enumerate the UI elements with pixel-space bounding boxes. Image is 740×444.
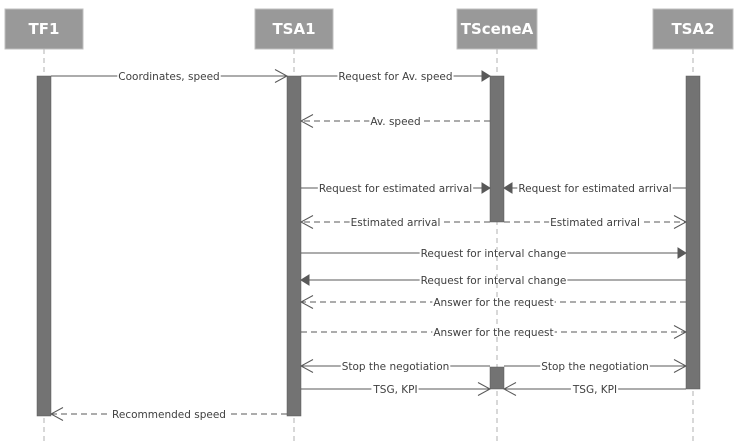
- message-label: Recommended speed: [112, 409, 226, 421]
- actor-label: TSA1: [272, 20, 315, 38]
- message-8: Request for interval change: [300, 274, 686, 287]
- arrowhead-open-icon: [673, 215, 688, 229]
- actor-tscenea[interactable]: TSceneA: [456, 8, 538, 50]
- message-13: TSG, KPI: [301, 382, 492, 396]
- actors: TF1 TSA1 TSceneA TSA2: [4, 8, 734, 50]
- message-label: Answer for the request: [433, 297, 553, 309]
- message-15: Recommended speed: [49, 407, 287, 421]
- activation-bar-tsa1: [286, 75, 302, 417]
- actor-tsa1[interactable]: TSA1: [254, 8, 334, 50]
- label-background: [549, 219, 641, 225]
- activation-bar-tsa2: [685, 75, 701, 390]
- actor-label: TSA2: [671, 20, 714, 38]
- message-7: Request for interval change: [301, 247, 687, 260]
- message-3: Request for estimated arrival: [301, 182, 491, 195]
- activation-bar-tscenea: [489, 75, 505, 223]
- actor-tf1[interactable]: TF1: [4, 8, 84, 50]
- label-background: [570, 386, 619, 392]
- message-12: Stop the negotiation: [504, 359, 688, 373]
- actor-tsa2[interactable]: TSA2: [652, 8, 734, 50]
- actor-box: [456, 8, 538, 50]
- arrowhead-open-icon: [299, 295, 314, 309]
- label-background: [419, 277, 568, 283]
- label-background: [317, 185, 474, 191]
- activation-bars: [36, 75, 701, 417]
- arrowhead-open-icon: [274, 69, 289, 83]
- arrowhead-filled-icon: [481, 182, 491, 194]
- message-14: TSG, KPI: [502, 382, 686, 396]
- message-11: Stop the negotiation: [299, 359, 490, 373]
- message-label: Request for estimated arrival: [518, 183, 671, 195]
- label-background: [369, 118, 422, 124]
- label-background: [419, 250, 568, 256]
- label-background: [432, 299, 555, 305]
- label-background: [111, 411, 227, 417]
- label-background: [371, 386, 419, 392]
- message-2: Av. speed: [299, 114, 490, 128]
- arrowhead-open-icon: [299, 215, 314, 229]
- arrowhead-filled-icon: [503, 182, 513, 194]
- message-label: Answer for the request: [433, 327, 553, 339]
- message-0: Coordinates, speed: [51, 69, 289, 83]
- actor-box: [4, 8, 84, 50]
- message-1: Request for Av. speed: [301, 70, 491, 83]
- label-background: [117, 73, 221, 79]
- arrowhead-open-icon: [477, 382, 492, 396]
- label-background: [337, 73, 454, 79]
- label-background: [540, 363, 650, 369]
- message-label: Coordinates, speed: [118, 71, 219, 83]
- actor-box: [254, 8, 334, 50]
- actor-label: TSceneA: [461, 20, 534, 38]
- messages: Coordinates, speed Request for Av. speedA…: [49, 69, 688, 421]
- arrowhead-open-icon: [673, 359, 688, 373]
- arrowhead-filled-icon: [300, 274, 310, 286]
- activation-bar-tscenea: [489, 366, 505, 390]
- message-label: Request for interval change: [421, 248, 567, 260]
- arrowhead-open-icon: [502, 382, 517, 396]
- label-background: [432, 329, 555, 335]
- arrowhead-open-icon: [49, 407, 64, 421]
- message-label: Estimated arrival: [351, 217, 441, 229]
- actor-box: [652, 8, 734, 50]
- arrowhead-open-icon: [299, 359, 314, 373]
- arrowhead-filled-icon: [677, 247, 687, 259]
- actor-label: TF1: [29, 20, 60, 38]
- message-6: Estimated arrival: [504, 215, 688, 229]
- message-label: Stop the negotiation: [541, 361, 649, 373]
- label-background: [349, 219, 442, 225]
- message-label: Request for Av. speed: [338, 71, 452, 83]
- message-label: Request for estimated arrival: [319, 183, 472, 195]
- message-label: TSG, KPI: [572, 384, 617, 396]
- message-label: TSG, KPI: [372, 384, 417, 396]
- label-background: [340, 363, 451, 369]
- message-label: Av. speed: [370, 116, 420, 128]
- message-10: Answer for the request: [301, 325, 688, 339]
- message-4: Request for estimated arrival: [503, 182, 686, 195]
- message-5: Estimated arrival: [299, 215, 490, 229]
- arrowhead-filled-icon: [481, 70, 491, 82]
- arrowhead-open-icon: [299, 114, 314, 128]
- activation-bar-tf1: [36, 75, 52, 417]
- label-background: [517, 185, 673, 191]
- message-label: Estimated arrival: [550, 217, 640, 229]
- message-9: Answer for the request: [299, 295, 686, 309]
- message-label: Stop the negotiation: [342, 361, 450, 373]
- arrowhead-open-icon: [673, 325, 688, 339]
- message-label: Request for interval change: [421, 275, 567, 287]
